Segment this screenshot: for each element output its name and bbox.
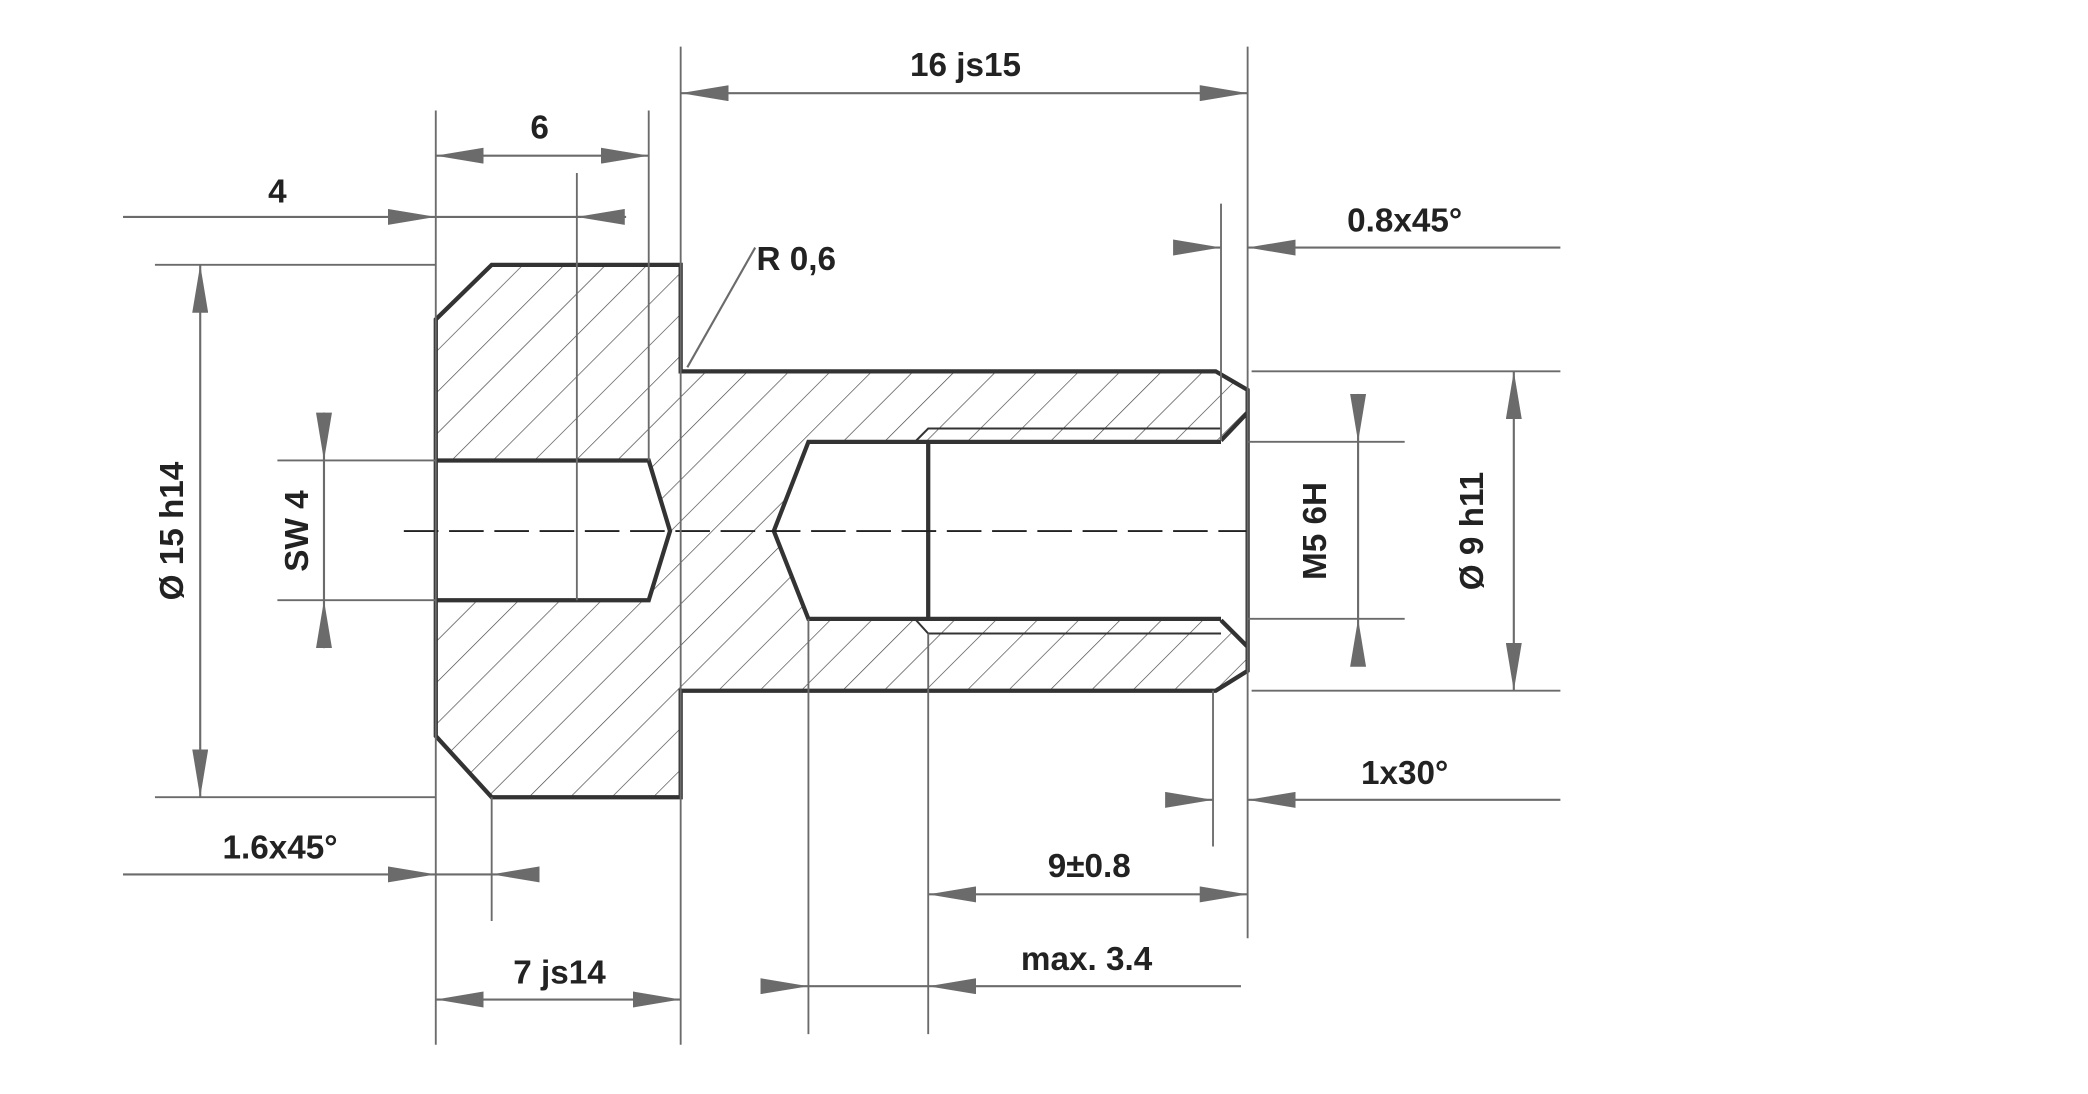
label-head-diameter: Ø 15 h14 xyxy=(154,461,191,600)
extension-lines xyxy=(154,46,1561,1045)
label-head-length: 7 js14 xyxy=(513,955,606,992)
section-hatching xyxy=(435,264,1248,798)
label-shank-chamfer: 1x30° xyxy=(1361,755,1448,792)
threaded-bore xyxy=(771,411,1250,649)
dimension-lines xyxy=(123,85,1561,1008)
label-head-offset: 4 xyxy=(268,173,287,210)
label-thread-runout: max. 3.4 xyxy=(1021,941,1153,978)
label-thread-depth: 9±0.8 xyxy=(1048,848,1131,885)
label-hex-depth: 6 xyxy=(530,109,549,146)
label-radius: R 0,6 xyxy=(757,241,837,278)
label-head-chamfer: 1.6x45° xyxy=(223,829,338,866)
label-hex-size: SW 4 xyxy=(279,490,316,572)
label-overall-length: 16 js15 xyxy=(910,47,1021,84)
label-thread: M5 6H xyxy=(1297,482,1334,580)
label-thread-chamfer: 0.8x45° xyxy=(1347,203,1462,240)
label-shank-diameter: Ø 9 h11 xyxy=(1454,472,1491,590)
